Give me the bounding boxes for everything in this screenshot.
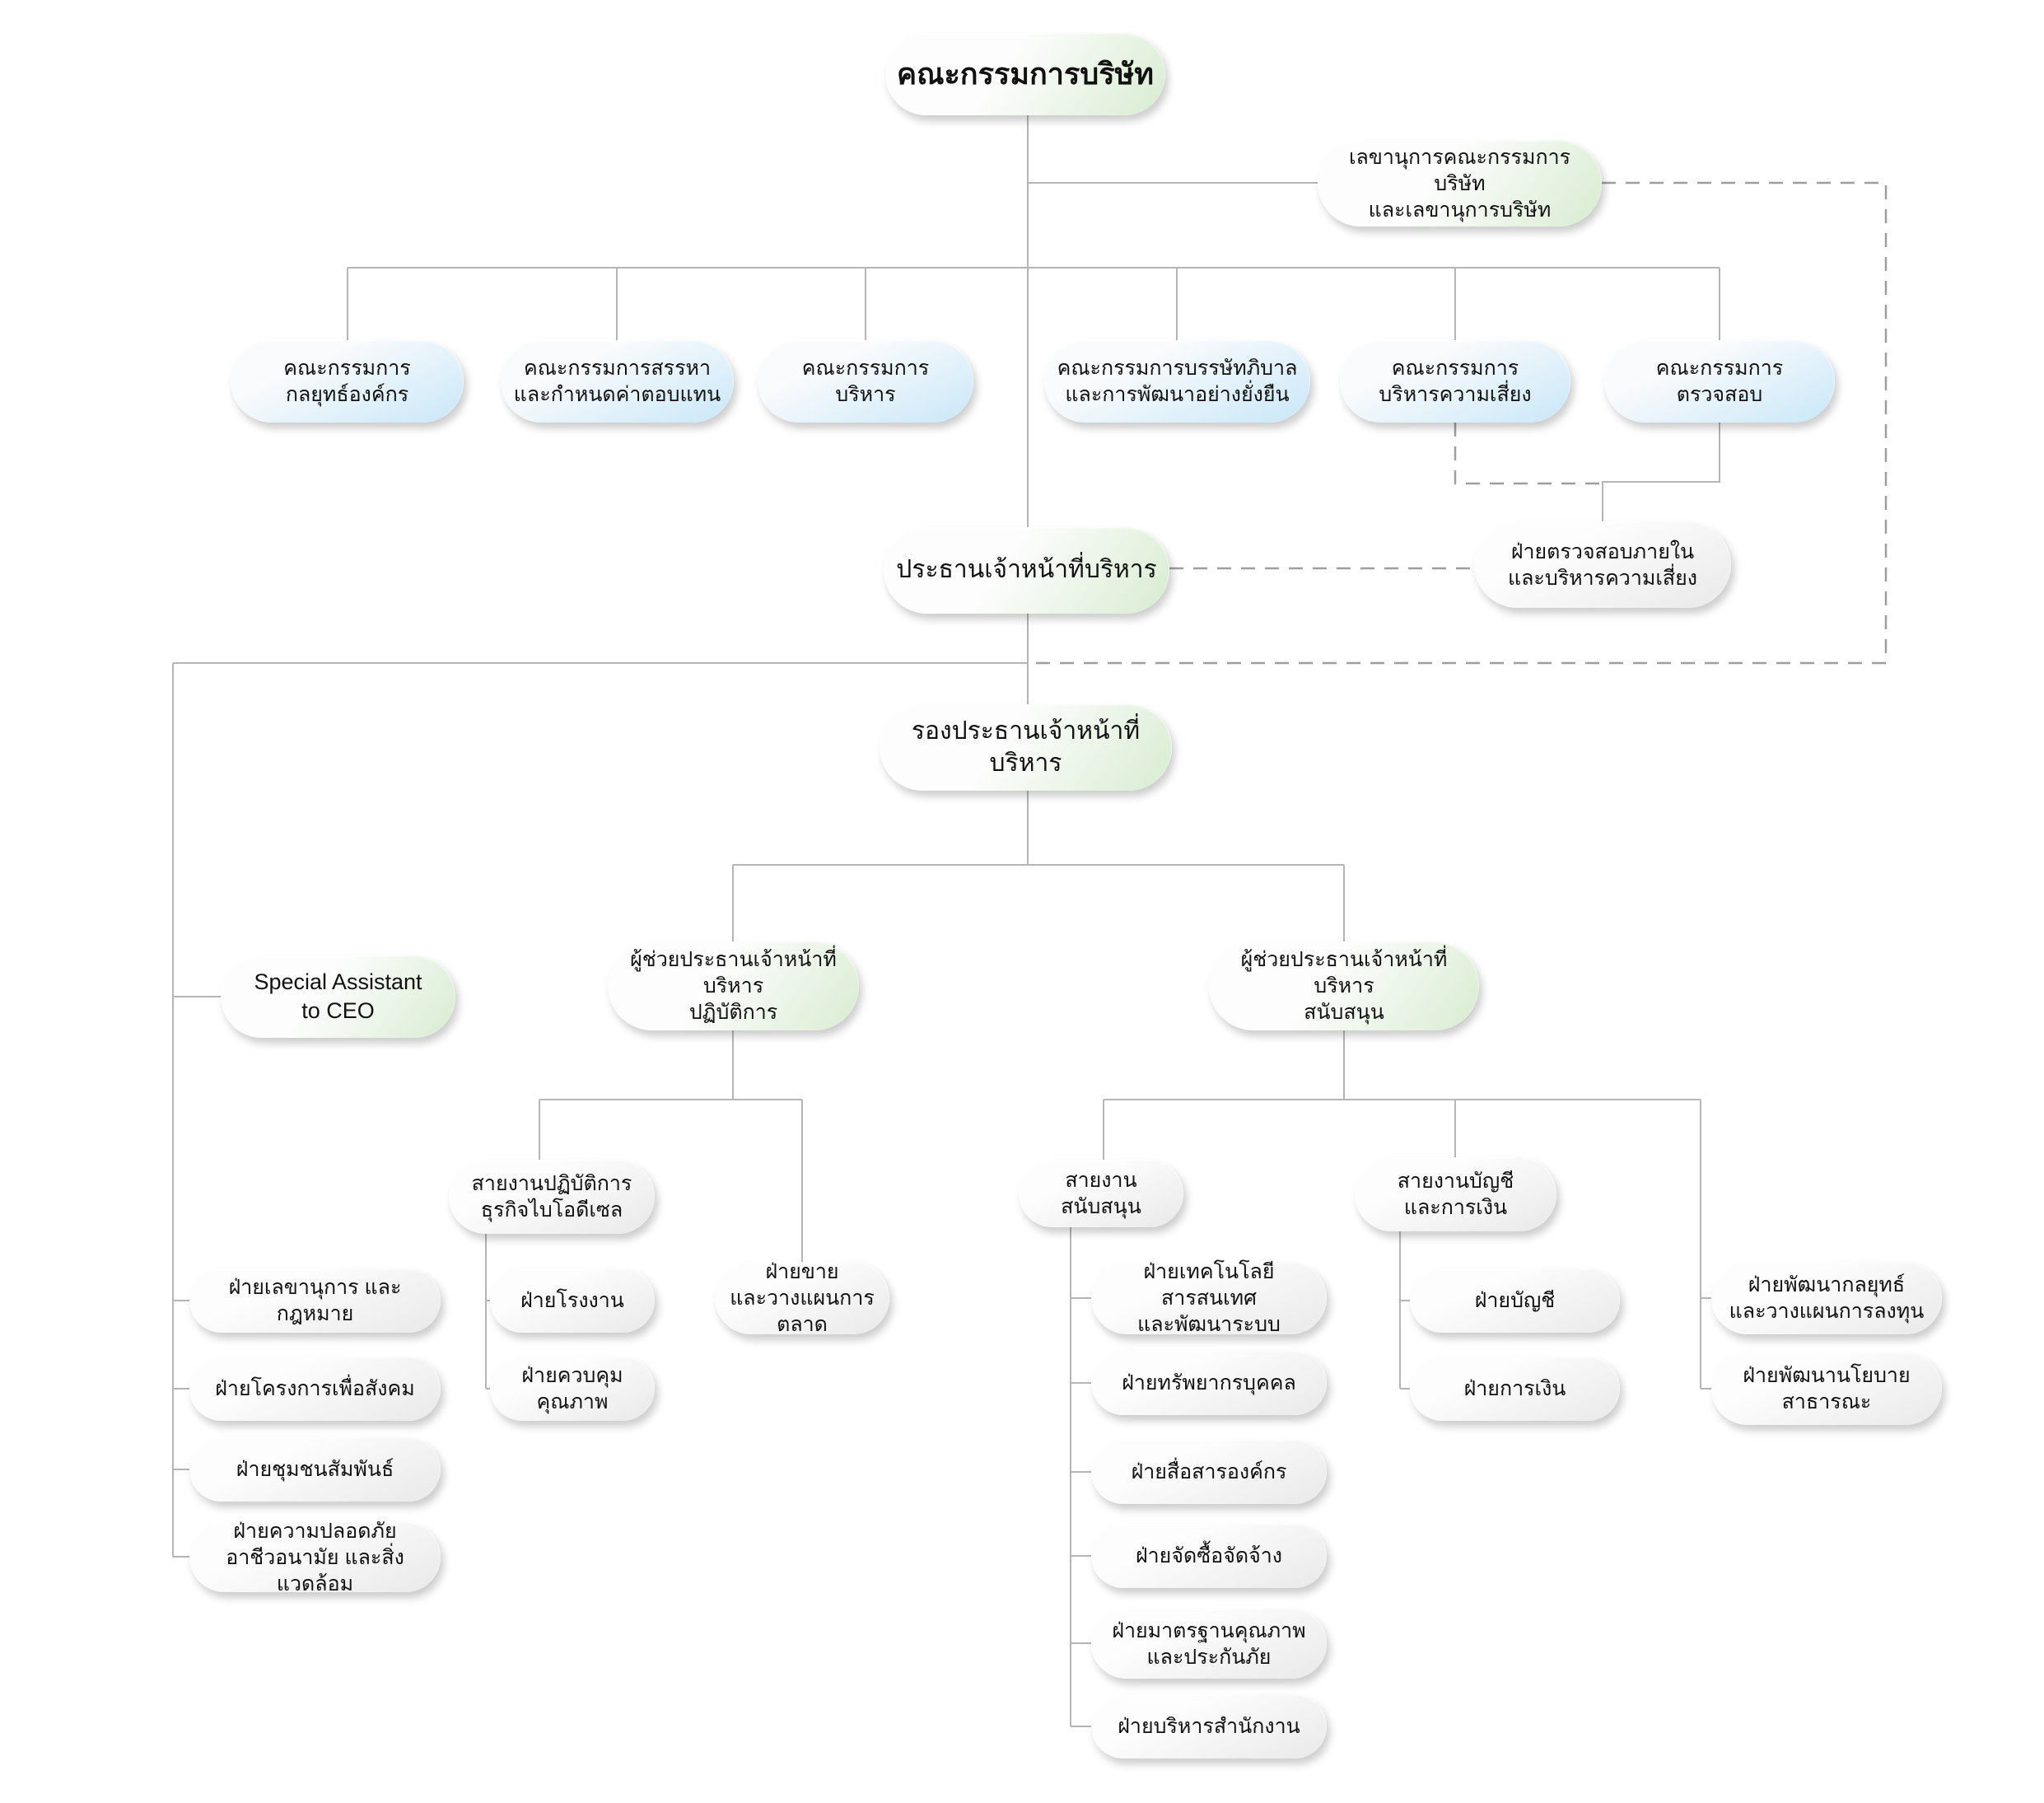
node-dept-office-admin: ฝ่ายบริหารสำนักงาน [1091, 1694, 1327, 1759]
node-internal-audit: ฝ่ายตรวจสอบภายใน และบริหารความเสี่ยง [1474, 521, 1731, 608]
node-dept-procurement: ฝ่ายจัดซื้อจัดจ้าง [1091, 1524, 1327, 1588]
node-dept-finance: ฝ่ายการเงิน [1410, 1357, 1620, 1421]
node-deputy-ceo: รองประธานเจ้าหน้าที่บริหาร [880, 704, 1172, 791]
solid-connectors [172, 115, 1720, 1727]
node-dept-safety-environment: ฝ่ายความปลอดภัย อาชีวอนามัย และสิ่งแวดล้… [189, 1520, 441, 1595]
node-committee-governance: คณะกรรมการบรรษัทภิบาล และการพัฒนาอย่างยั… [1044, 340, 1310, 423]
node-dept-hr: ฝ่ายทรัพยากรบุคคล [1091, 1351, 1327, 1415]
node-dept-quality-standards: ฝ่ายมาตรฐานคุณภาพ และประกันภัย [1091, 1609, 1327, 1679]
node-committee-audit: คณะกรรมการ ตรวจสอบ [1604, 340, 1835, 423]
node-ceo: ประธานเจ้าหน้าที่บริหาร [884, 527, 1169, 614]
node-dept-secretary-legal: ฝ่ายเลขานุการ และ กฎหมาย [189, 1268, 441, 1333]
node-dept-sales-marketing: ฝ่ายขาย และวางแผนการตลาด [715, 1260, 889, 1336]
node-div-biodiesel-operations: สายงานปฏิบัติการ ธุรกิจไบโอดีเซล [449, 1160, 655, 1234]
node-dept-public-policy: ฝ่ายพัฒนานโยบาย สาธารณะ [1711, 1352, 1942, 1425]
node-asst-ceo-operations: ผู้ช่วยประธานเจ้าหน้าที่บริหาร ปฏิบัติกา… [608, 941, 859, 1030]
node-committee-nomination: คณะกรรมการสรรหา และกำหนดค่าตอบแทน [501, 340, 734, 423]
node-dept-quality-control: ฝ่ายควบคุมคุณภาพ [490, 1357, 655, 1421]
node-dept-factory: ฝ่ายโรงงาน [490, 1268, 655, 1333]
node-company-secretary: เลขานุการคณะกรรมการบริษัท และเลขานุการบร… [1318, 140, 1602, 227]
node-div-accounting-finance: สายงานบัญชี และการเงิน [1355, 1157, 1556, 1231]
node-dept-social-projects: ฝ่ายโครงการเพื่อสังคม [189, 1357, 441, 1421]
node-dept-corporate-comm: ฝ่ายสื่อสารองค์กร [1091, 1440, 1327, 1504]
node-special-assistant: Special Assistant to CEO [221, 955, 455, 1038]
node-committee-risk: คณะกรรมการ บริหารความเสี่ยง [1340, 340, 1570, 423]
node-asst-ceo-support: ผู้ช่วยประธานเจ้าหน้าที่บริหาร สนับสนุน [1209, 941, 1479, 1030]
node-dept-it-systems: ฝ่ายเทคโนโลยีสารสนเทศ และพัฒนาระบบ [1091, 1260, 1327, 1336]
node-dept-accounting: ฝ่ายบัญชี [1410, 1268, 1620, 1333]
node-board: คณะกรรมการบริษัท [885, 33, 1165, 115]
node-dept-strategy-investment: ฝ่ายพัฒนากลยุทธ์ และวางแผนการลงทุน [1711, 1262, 1942, 1334]
node-div-support: สายงานสนับสนุน [1019, 1160, 1183, 1227]
node-dept-community-relations: ฝ่ายชุมชนสัมพันธ์ [189, 1437, 441, 1502]
node-committee-strategy: คณะกรรมการ กลยุทธ์องค์กร [231, 340, 464, 423]
dashed-connectors [1033, 181, 1888, 665]
node-committee-executive: คณะกรรมการ บริหาร [758, 340, 973, 423]
